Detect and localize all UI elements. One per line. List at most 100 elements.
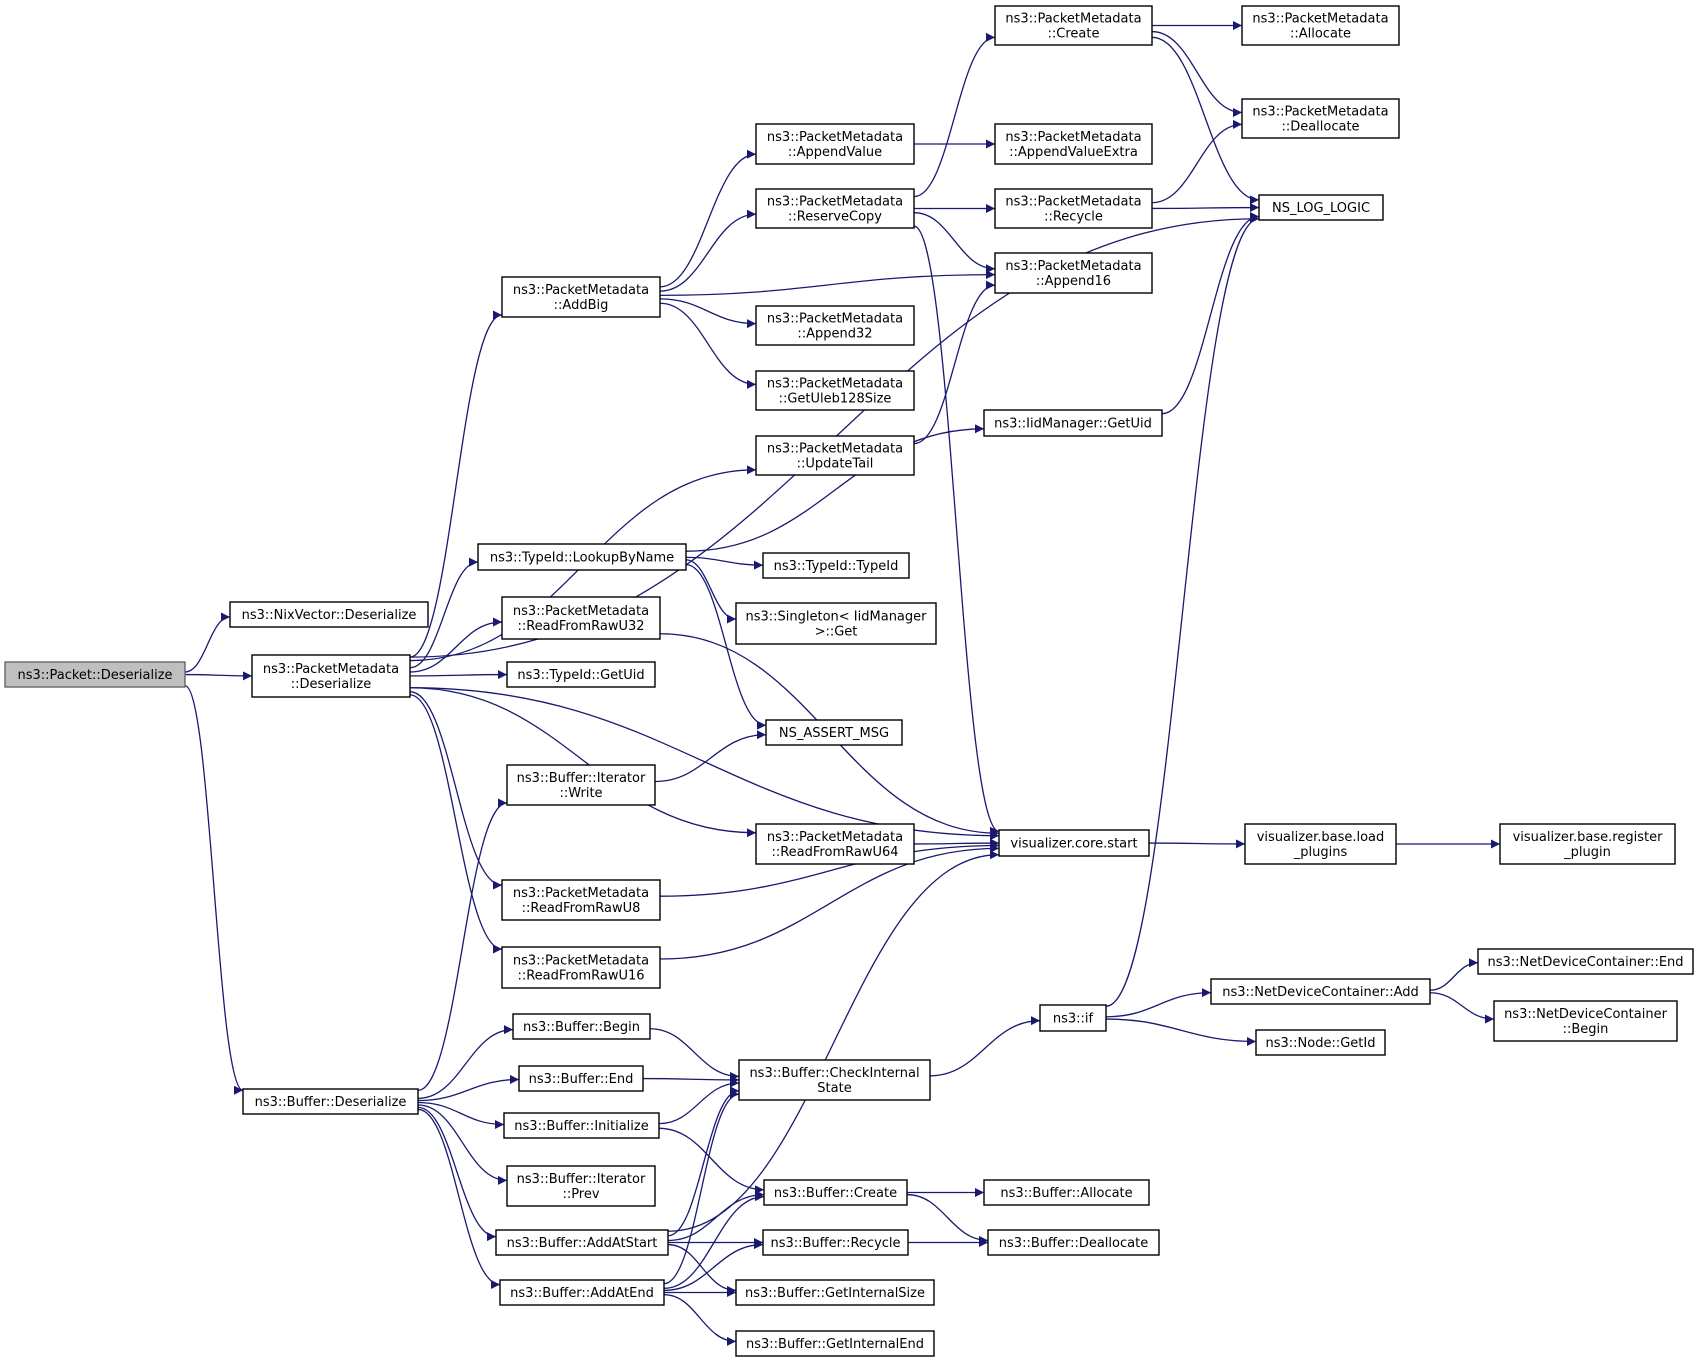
node-pm-appval[interactable]: ns3::PacketMetadata::AppendValue — [755, 123, 915, 165]
node-box[interactable] — [506, 661, 656, 688]
node-box[interactable] — [1258, 194, 1384, 221]
node-box[interactable] — [1493, 1000, 1678, 1042]
node-buf-intsize[interactable]: ns3::Buffer::GetInternalSize — [735, 1279, 935, 1306]
node-pm-uleb[interactable]: ns3::PacketMetadata::GetUleb128Size — [755, 370, 915, 411]
node-bi-prev[interactable]: ns3::Buffer::Iterator::Prev — [506, 1165, 656, 1207]
node-box[interactable] — [4, 661, 186, 688]
node-box[interactable] — [998, 829, 1150, 857]
node-pm-addbig[interactable]: ns3::PacketMetadata::AddBig — [501, 276, 661, 318]
node-box[interactable] — [735, 1279, 935, 1306]
node-box[interactable] — [501, 276, 661, 318]
node-buf-deser[interactable]: ns3::Buffer::Deserialize — [242, 1088, 419, 1115]
node-buf-dealloc[interactable]: ns3::Buffer::Deallocate — [987, 1229, 1160, 1256]
node-tid-lookup[interactable]: ns3::TypeId::LookupByName — [477, 543, 687, 571]
node-box[interactable] — [762, 1229, 909, 1256]
node-box[interactable] — [755, 823, 915, 865]
node-box[interactable] — [994, 188, 1153, 229]
node-pm-app16[interactable]: ns3::PacketMetadata::Append16 — [994, 252, 1153, 294]
node-box[interactable] — [503, 1112, 660, 1139]
node-box[interactable] — [755, 370, 915, 411]
node-box[interactable] — [983, 1179, 1150, 1206]
node-box[interactable] — [518, 1065, 644, 1092]
node-pm-recycle[interactable]: ns3::PacketMetadata::Recycle — [994, 188, 1153, 229]
node-bi-write[interactable]: ns3::Buffer::Iterator::Write — [506, 764, 656, 806]
node-box[interactable] — [495, 1229, 669, 1256]
node-box[interactable] — [1255, 1029, 1386, 1056]
node-pkt-deser[interactable]: ns3::Packet::Deserialize — [4, 661, 186, 688]
node-buf-create[interactable]: ns3::Buffer::Create — [763, 1179, 908, 1206]
node-nix-deser[interactable]: ns3::NixVector::Deserialize — [229, 601, 429, 628]
node-box[interactable] — [1499, 823, 1676, 865]
node-buf-alloc[interactable]: ns3::Buffer::Allocate — [983, 1179, 1150, 1206]
node-ndc-begin[interactable]: ns3::NetDeviceContainer::Begin — [1493, 1000, 1678, 1042]
node-pm-updtail[interactable]: ns3::PacketMetadata::UpdateTail — [755, 435, 915, 476]
node-tid-typeid[interactable]: ns3::TypeId::TypeId — [762, 552, 910, 579]
node-buf-init[interactable]: ns3::Buffer::Initialize — [503, 1112, 660, 1139]
node-buf-intend[interactable]: ns3::Buffer::GetInternalEnd — [735, 1330, 935, 1357]
node-box[interactable] — [1241, 5, 1400, 46]
node-buf-end[interactable]: ns3::Buffer::End — [518, 1065, 644, 1092]
node-box[interactable] — [735, 602, 937, 645]
node-box[interactable] — [506, 1165, 656, 1207]
node-box[interactable] — [738, 1059, 931, 1101]
node-box[interactable] — [762, 552, 910, 579]
node-box[interactable] — [765, 719, 903, 746]
node-tid-getuid[interactable]: ns3::TypeId::GetUid — [506, 661, 656, 688]
node-pm-deser[interactable]: ns3::PacketMetadata::Deserialize — [251, 654, 411, 698]
node-box[interactable] — [506, 764, 656, 806]
node-box[interactable] — [501, 946, 661, 989]
node-pm-allocate[interactable]: ns3::PacketMetadata::Allocate — [1241, 5, 1400, 46]
node-box[interactable] — [755, 123, 915, 165]
node-box[interactable] — [1241, 98, 1400, 139]
node-buf-recycle[interactable]: ns3::Buffer::Recycle — [762, 1229, 909, 1256]
node-pm-raw8[interactable]: ns3::PacketMetadata::ReadFromRawU8 — [501, 879, 661, 921]
edge-pm-deser-to-pm-addbig — [409, 310, 503, 658]
node-pm-create[interactable]: ns3::PacketMetadata::Create — [994, 5, 1153, 46]
node-pm-raw16[interactable]: ns3::PacketMetadata::ReadFromRawU16 — [501, 946, 661, 989]
node-box[interactable] — [763, 1179, 908, 1206]
node-vis-reg[interactable]: visualizer.base.register_plugin — [1499, 823, 1676, 865]
node-vis-load[interactable]: visualizer.base.load_plugins — [1244, 823, 1397, 865]
node-pm-raw64[interactable]: ns3::PacketMetadata::ReadFromRawU64 — [755, 823, 915, 865]
node-vis-start[interactable]: visualizer.core.start — [998, 829, 1150, 857]
node-box[interactable] — [477, 543, 687, 571]
node-box[interactable] — [755, 305, 915, 346]
node-box[interactable] — [755, 435, 915, 476]
node-box[interactable] — [499, 1279, 665, 1306]
node-box[interactable] — [229, 601, 429, 628]
node-box[interactable] — [755, 188, 915, 229]
node-box[interactable] — [987, 1229, 1160, 1256]
node-singleton[interactable]: ns3::Singleton< IidManager>::Get — [735, 602, 937, 645]
node-ns3-if[interactable]: ns3::if — [1039, 1004, 1107, 1032]
node-ns-log[interactable]: NS_LOG_LOGIC — [1258, 194, 1384, 221]
node-box[interactable] — [1477, 948, 1694, 975]
node-pm-rescopy[interactable]: ns3::PacketMetadata::ReserveCopy — [755, 188, 915, 229]
node-iid-getuid[interactable]: ns3::IidManager::GetUid — [983, 409, 1163, 437]
node-pm-dealloc[interactable]: ns3::PacketMetadata::Deallocate — [1241, 98, 1400, 139]
node-box[interactable] — [512, 1013, 651, 1040]
node-ns-assert[interactable]: NS_ASSERT_MSG — [765, 719, 903, 746]
node-box[interactable] — [1210, 978, 1431, 1005]
node-pm-app32[interactable]: ns3::PacketMetadata::Append32 — [755, 305, 915, 346]
node-box[interactable] — [994, 252, 1153, 294]
node-box[interactable] — [994, 123, 1153, 165]
edge-pm-create-to-pm-dealloc — [1151, 30, 1243, 117]
node-ndc-add[interactable]: ns3::NetDeviceContainer::Add — [1210, 978, 1431, 1005]
node-box[interactable] — [501, 596, 661, 640]
node-ndc-end[interactable]: ns3::NetDeviceContainer::End — [1477, 948, 1694, 975]
node-box[interactable] — [251, 654, 411, 698]
node-box[interactable] — [735, 1330, 935, 1357]
node-box[interactable] — [994, 5, 1153, 46]
node-box[interactable] — [1244, 823, 1397, 865]
node-box[interactable] — [1039, 1004, 1107, 1032]
node-node-getid[interactable]: ns3::Node::GetId — [1255, 1029, 1386, 1056]
node-buf-addstart[interactable]: ns3::Buffer::AddAtStart — [495, 1229, 669, 1256]
node-pm-appvalx[interactable]: ns3::PacketMetadata::AppendValueExtra — [994, 123, 1153, 165]
node-box[interactable] — [501, 879, 661, 921]
node-box[interactable] — [242, 1088, 419, 1115]
node-buf-addend[interactable]: ns3::Buffer::AddAtEnd — [499, 1279, 665, 1306]
node-buf-begin[interactable]: ns3::Buffer::Begin — [512, 1013, 651, 1040]
node-box[interactable] — [983, 409, 1163, 437]
node-pm-raw32[interactable]: ns3::PacketMetadata::ReadFromRawU32 — [501, 596, 661, 640]
